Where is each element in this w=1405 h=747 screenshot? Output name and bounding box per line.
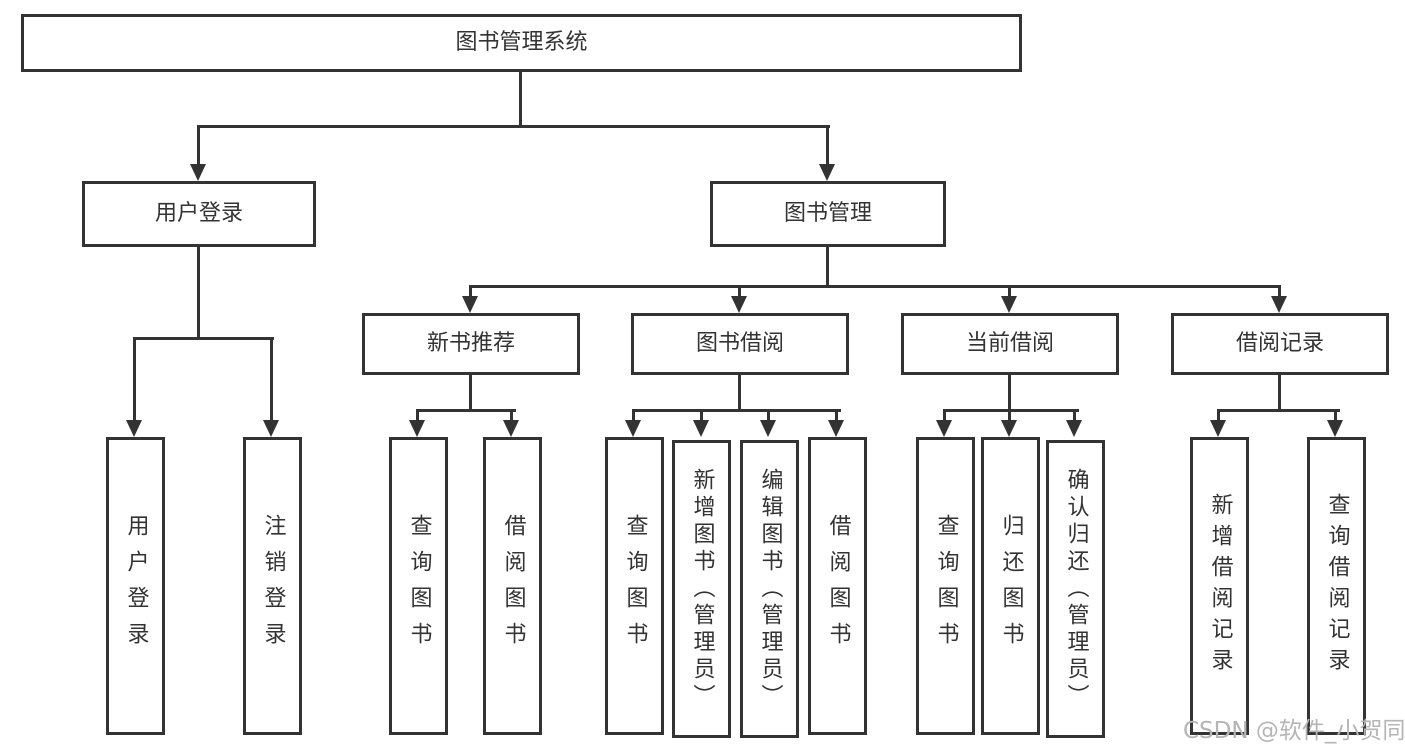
connector-root-stem: [519, 71, 522, 128]
connector-current-stem: [1008, 374, 1011, 412]
connector-recommend-bus: [416, 409, 516, 412]
node-leaf-confirm-return-admin-label: 确认归还（管理员）: [1063, 467, 1089, 711]
node-user-login: 用户登录: [82, 181, 316, 247]
node-book-management-label: 图书管理: [783, 201, 872, 226]
node-book-borrow: 图书借阅: [631, 313, 849, 375]
node-leaf-borrow-books-borrow-label: 借阅图书: [825, 514, 851, 658]
connector-current-bus: [943, 409, 1079, 412]
node-new-book-recommend-label: 新书推荐: [426, 331, 515, 356]
arrow-to-leaf-borrow-books-borrow: [828, 409, 844, 437]
csdn-watermark: CSDN @软件_小贺同学: [1183, 718, 1405, 744]
connector-recommend-stem: [469, 374, 472, 412]
node-leaf-query-borrow-record-label: 查询借阅记录: [1324, 493, 1350, 679]
node-leaf-borrow-books-borrow: 借阅图书: [808, 437, 867, 735]
node-leaf-add-books-admin: 新增图书（管理员）: [672, 440, 731, 738]
arrow-to-leaf-confirm-return-admin: [1066, 409, 1082, 437]
node-leaf-logout-label: 注销登录: [260, 514, 286, 658]
connector-borrow-stem: [738, 374, 741, 412]
arrow-to-leaf-query-books-recommend: [409, 409, 425, 437]
connector-records-bus: [1217, 409, 1340, 412]
arrow-to-user-login: [190, 125, 206, 181]
node-leaf-add-books-admin-label: 新增图书（管理员）: [689, 467, 715, 711]
connector-book-management-stem: [826, 246, 829, 288]
arrow-to-leaf-user-login: [126, 337, 142, 437]
node-leaf-borrow-books-recommend-label: 借阅图书: [500, 514, 526, 658]
node-leaf-query-borrow-record: 查询借阅记录: [1307, 437, 1366, 735]
arrow-to-leaf-add-books-admin: [693, 409, 709, 437]
node-leaf-user-login-label: 用户登录: [123, 514, 149, 658]
arrow-to-leaf-add-borrow-record: [1210, 409, 1226, 437]
connector-book-management-bus: [469, 285, 1281, 288]
arrow-to-new-book-recommend: [462, 285, 478, 313]
connector-user-login-bus: [133, 337, 274, 340]
arrow-to-leaf-return-books: [1001, 409, 1017, 437]
arrow-to-leaf-query-books-current: [936, 409, 952, 437]
connector-root-bus: [197, 125, 830, 128]
arrow-to-leaf-logout: [263, 337, 279, 437]
node-borrow-records-label: 借阅记录: [1235, 331, 1324, 356]
arrow-to-leaf-edit-books-admin: [760, 409, 776, 437]
arrow-to-leaf-borrow-books-recommend: [503, 409, 519, 437]
node-new-book-recommend: 新书推荐: [362, 313, 580, 375]
node-leaf-add-borrow-record-label: 新增借阅记录: [1207, 493, 1233, 679]
arrow-to-book-borrow: [731, 285, 747, 313]
node-leaf-query-books-borrow: 查询图书: [605, 437, 664, 735]
node-leaf-query-books-current: 查询图书: [916, 437, 975, 735]
node-leaf-logout: 注销登录: [243, 437, 302, 735]
arrow-to-leaf-query-books-borrow: [625, 409, 641, 437]
arrow-to-leaf-query-borrow-record: [1327, 409, 1343, 437]
node-book-borrow-label: 图书借阅: [695, 331, 784, 356]
connector-borrow-bus: [632, 409, 841, 412]
node-leaf-borrow-books-recommend: 借阅图书: [483, 437, 542, 735]
node-book-management: 图书管理: [710, 181, 946, 247]
arrow-to-borrow-records: [1271, 285, 1287, 313]
node-user-login-label: 用户登录: [154, 201, 243, 226]
arrow-to-book-management: [819, 125, 835, 181]
node-root: 图书管理系统: [21, 14, 1022, 72]
node-leaf-add-borrow-record: 新增借阅记录: [1190, 437, 1249, 735]
node-leaf-query-books-current-label: 查询图书: [933, 514, 959, 658]
node-leaf-edit-books-admin: 编辑图书（管理员）: [740, 440, 799, 738]
node-current-borrow-label: 当前借阅: [965, 331, 1054, 356]
node-current-borrow: 当前借阅: [901, 313, 1119, 375]
node-leaf-edit-books-admin-label: 编辑图书（管理员）: [757, 467, 783, 711]
node-leaf-query-books-borrow-label: 查询图书: [622, 514, 648, 658]
connector-user-login-stem: [197, 246, 200, 340]
node-leaf-user-login: 用户登录: [106, 437, 165, 735]
node-leaf-query-books-recommend: 查询图书: [389, 437, 448, 735]
connector-records-stem: [1278, 374, 1281, 412]
node-root-label: 图书管理系统: [455, 30, 588, 55]
node-leaf-query-books-recommend-label: 查询图书: [406, 514, 432, 658]
node-leaf-return-books: 归还图书: [981, 437, 1040, 735]
node-leaf-confirm-return-admin: 确认归还（管理员）: [1046, 440, 1105, 738]
node-borrow-records: 借阅记录: [1171, 313, 1389, 375]
arrow-to-current-borrow: [1001, 285, 1017, 313]
node-leaf-return-books-label: 归还图书: [998, 514, 1024, 658]
